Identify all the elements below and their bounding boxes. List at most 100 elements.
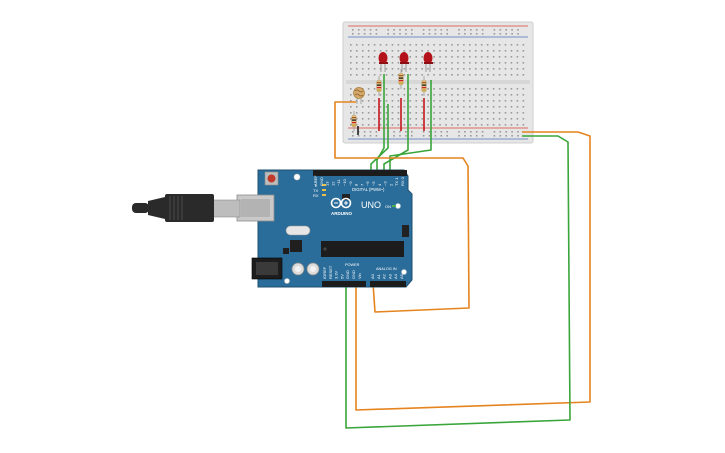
- breadboard-hole[interactable]: [451, 100, 453, 102]
- breadboard-hole[interactable]: [350, 68, 352, 70]
- breadboard-hole[interactable]: [421, 62, 423, 64]
- breadboard-hole[interactable]: [486, 88, 489, 90]
- breadboard-hole[interactable]: [367, 62, 370, 64]
- breadboard-hole[interactable]: [458, 29, 460, 31]
- breadboard-hole[interactable]: [409, 44, 412, 46]
- breadboard-hole[interactable]: [510, 100, 513, 102]
- breadboard-hole[interactable]: [367, 118, 370, 120]
- breadboard-hole[interactable]: [517, 33, 519, 35]
- breadboard-hole[interactable]: [522, 74, 525, 76]
- breadboard-hole[interactable]: [481, 33, 484, 35]
- breadboard-hole[interactable]: [409, 74, 412, 76]
- breadboard-hole[interactable]: [451, 56, 453, 58]
- resistor-1[interactable]: [376, 76, 382, 96]
- breadboard-hole[interactable]: [357, 33, 360, 35]
- breadboard-hole[interactable]: [457, 56, 459, 58]
- breadboard-hole[interactable]: [421, 56, 423, 58]
- breadboard-hole[interactable]: [451, 124, 453, 126]
- breadboard-hole[interactable]: [516, 100, 519, 102]
- breadboard-hole[interactable]: [379, 124, 382, 126]
- breadboard-hole[interactable]: [492, 124, 495, 126]
- breadboard-hole[interactable]: [403, 124, 406, 126]
- breadboard-hole[interactable]: [350, 44, 352, 46]
- breadboard-hole[interactable]: [474, 68, 477, 70]
- breadboard-hole[interactable]: [391, 124, 394, 126]
- usb-port[interactable]: [236, 194, 275, 222]
- breadboard-hole[interactable]: [428, 131, 431, 133]
- breadboard-hole[interactable]: [451, 94, 453, 96]
- breadboard-hole[interactable]: [516, 112, 519, 114]
- breadboard-hole[interactable]: [439, 44, 441, 46]
- breadboard-hole[interactable]: [427, 50, 429, 52]
- breadboard-hole[interactable]: [464, 131, 466, 133]
- breadboard-hole[interactable]: [355, 44, 358, 46]
- breadboard-hole[interactable]: [451, 50, 453, 52]
- breadboard-hole[interactable]: [439, 112, 441, 114]
- led-3[interactable]: [423, 52, 434, 72]
- breadboard-hole[interactable]: [361, 74, 364, 76]
- led-2[interactable]: [399, 52, 410, 72]
- breadboard-hole[interactable]: [486, 124, 489, 126]
- breadboard-hole[interactable]: [409, 94, 412, 96]
- breadboard-hole[interactable]: [397, 88, 400, 90]
- breadboard-hole[interactable]: [427, 106, 429, 108]
- breadboard-hole[interactable]: [405, 131, 407, 133]
- breadboard-hole[interactable]: [469, 118, 471, 120]
- breadboard-hole[interactable]: [409, 50, 412, 52]
- breadboard-hole[interactable]: [510, 124, 513, 126]
- breadboard-hole[interactable]: [375, 131, 378, 133]
- breadboard-hole[interactable]: [510, 74, 513, 76]
- breadboard-hole[interactable]: [357, 135, 360, 137]
- breadboard-hole[interactable]: [391, 56, 394, 58]
- breadboard-hole[interactable]: [475, 33, 478, 35]
- breadboard-hole[interactable]: [516, 94, 519, 96]
- breadboard-hole[interactable]: [409, 106, 412, 108]
- breadboard-hole[interactable]: [510, 56, 513, 58]
- reset-button[interactable]: [264, 171, 279, 186]
- breadboard-hole[interactable]: [379, 44, 382, 46]
- green-wire-4[interactable]: [389, 80, 432, 178]
- breadboard-hole[interactable]: [474, 112, 477, 114]
- breadboard-hole[interactable]: [352, 131, 354, 133]
- led-1[interactable]: [378, 52, 389, 72]
- breadboard-hole[interactable]: [504, 88, 507, 90]
- breadboard-hole[interactable]: [498, 124, 501, 126]
- breadboard-hole[interactable]: [367, 112, 370, 114]
- breadboard-hole[interactable]: [350, 118, 352, 120]
- breadboard-hole[interactable]: [385, 74, 388, 76]
- breadboard-hole[interactable]: [391, 74, 394, 76]
- breadboard-hole[interactable]: [355, 118, 358, 120]
- breadboard-hole[interactable]: [492, 106, 495, 108]
- breadboard-hole[interactable]: [421, 50, 423, 52]
- breadboard-hole[interactable]: [469, 74, 471, 76]
- breadboard-hole[interactable]: [385, 106, 388, 108]
- breadboard-hole[interactable]: [439, 50, 441, 52]
- breadboard-hole[interactable]: [361, 50, 364, 52]
- breadboard-hole[interactable]: [463, 106, 465, 108]
- breadboard-hole[interactable]: [397, 44, 400, 46]
- breadboard-hole[interactable]: [427, 118, 429, 120]
- breadboard-hole[interactable]: [516, 68, 519, 70]
- breadboard-hole[interactable]: [470, 135, 472, 137]
- breadboard-hole[interactable]: [415, 88, 418, 90]
- breadboard-hole[interactable]: [361, 62, 364, 64]
- breadboard-hole[interactable]: [397, 50, 400, 52]
- breadboard-hole[interactable]: [405, 135, 407, 137]
- breadboard-hole[interactable]: [469, 56, 471, 58]
- breadboard-hole[interactable]: [403, 106, 406, 108]
- breadboard-hole[interactable]: [422, 33, 425, 35]
- breadboard-hole[interactable]: [474, 94, 477, 96]
- breadboard-hole[interactable]: [499, 135, 502, 137]
- breadboard-hole[interactable]: [369, 135, 372, 137]
- breadboard-hole[interactable]: [504, 44, 507, 46]
- breadboard-hole[interactable]: [411, 135, 413, 137]
- breadboard-hole[interactable]: [474, 74, 477, 76]
- breadboard-hole[interactable]: [391, 112, 394, 114]
- breadboard-hole[interactable]: [433, 56, 435, 58]
- breadboard-hole[interactable]: [379, 74, 382, 76]
- breadboard-hole[interactable]: [522, 112, 525, 114]
- breadboard-hole[interactable]: [474, 56, 477, 58]
- breadboard-hole[interactable]: [439, 62, 441, 64]
- breadboard-hole[interactable]: [391, 94, 394, 96]
- breadboard-hole[interactable]: [350, 124, 352, 126]
